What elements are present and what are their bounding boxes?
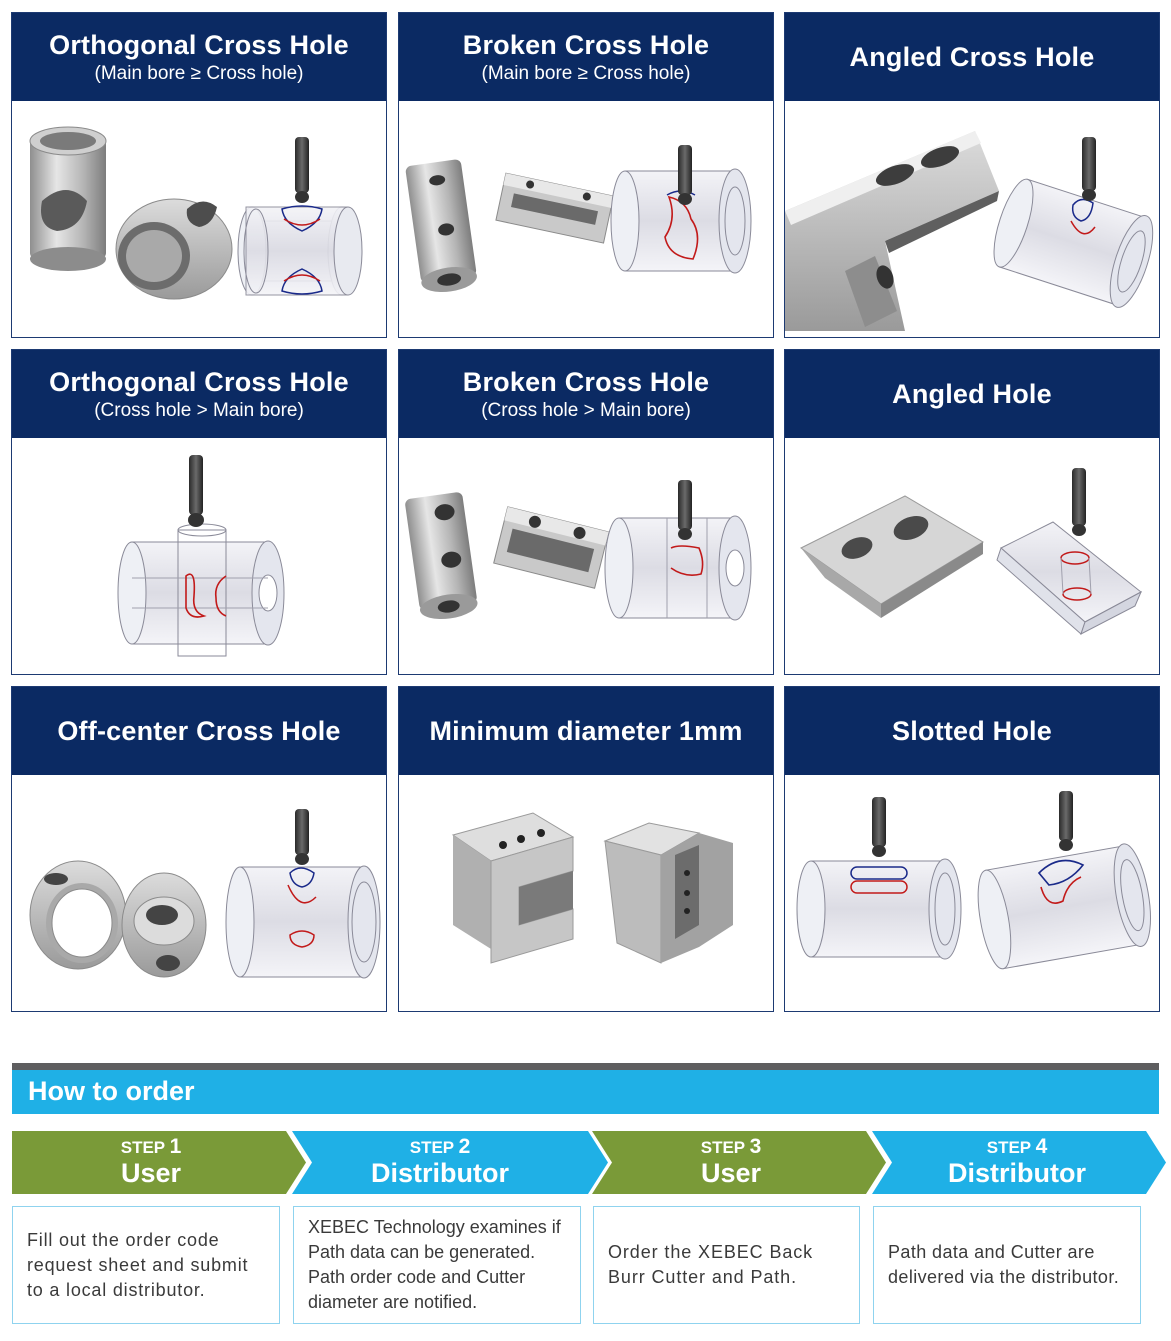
step-number: STEP 3 — [700, 1135, 762, 1158]
card-title: Minimum diameter 1mm — [429, 716, 743, 746]
card-title: Angled Cross Hole — [849, 42, 1095, 72]
step-arrow-shape — [592, 1131, 886, 1194]
card-title: Angled Hole — [892, 379, 1052, 409]
card-broken-cross-hole-main: Broken Cross Hole (Main bore ≥ Cross hol… — [398, 12, 774, 338]
card-title: Orthogonal Cross Hole — [49, 30, 349, 60]
card-header: Broken Cross Hole (Cross hole > Main bor… — [399, 350, 773, 438]
step-label: STEP — [120, 1138, 165, 1157]
step-role: User — [120, 1158, 182, 1188]
step-1-description: Fill out the order code request sheet an… — [12, 1206, 280, 1324]
angled-hole-illustration — [800, 468, 1143, 636]
step-role: User — [700, 1158, 762, 1188]
slotted-hole-illustration — [796, 791, 1151, 970]
card-header: Slotted Hole — [785, 687, 1159, 775]
card-title: Broken Cross Hole — [462, 30, 710, 60]
step-arrow-shape — [872, 1131, 1166, 1194]
step-description-text: XEBEC Technology examines if Path data c… — [308, 1217, 561, 1312]
step-arrow-shape — [12, 1131, 306, 1194]
step-digit: 4 — [1035, 1135, 1048, 1158]
card-subtitle: (Cross hole > Main bore) — [481, 400, 691, 421]
step-4-banner: STEP 4 Distributor — [872, 1131, 1166, 1194]
card-orthogonal-cross-hole-main: Orthogonal Cross Hole (Main bore ≥ Cross… — [11, 12, 387, 338]
step-3-banner: STEP 3 User — [592, 1131, 886, 1194]
step-4-description: Path data and Cutter are delivered via t… — [873, 1206, 1141, 1324]
card-title: Broken Cross Hole — [462, 367, 710, 397]
card-title: Orthogonal Cross Hole — [49, 367, 349, 397]
angled-cross-hole-illustration — [785, 131, 1154, 331]
step-2-description: XEBEC Technology examines if Path data c… — [293, 1206, 581, 1324]
card-slotted-hole: Slotted Hole — [784, 686, 1160, 1012]
minimum-diameter-illustration — [451, 812, 733, 964]
orthogonal-cross-hole-illustration — [29, 126, 363, 300]
card-header: Minimum diameter 1mm — [399, 687, 773, 775]
card-minimum-diameter: Minimum diameter 1mm — [398, 686, 774, 1012]
step-label: STEP — [986, 1138, 1031, 1157]
step-2-banner: STEP 2 Distributor — [292, 1131, 608, 1194]
step-digit: 2 — [458, 1135, 471, 1158]
broken-cross-hole-illustration — [405, 145, 752, 293]
step-3-description: Order the XEBEC Back Burr Cutter and Pat… — [593, 1206, 860, 1324]
step-description-text: Path data and Cutter are delivered via t… — [888, 1242, 1120, 1287]
how-to-order-heading: How to order — [12, 1070, 1159, 1114]
step-number: STEP 4 — [986, 1135, 1048, 1158]
card-title: Slotted Hole — [892, 716, 1052, 746]
card-subtitle: (Main bore ≥ Cross hole) — [94, 63, 304, 84]
card-subtitle: (Cross hole > Main bore) — [94, 400, 304, 421]
card-broken-cross-hole-cross: Broken Cross Hole (Cross hole > Main bor… — [398, 349, 774, 675]
card-header: Angled Hole — [785, 350, 1159, 438]
card-header: Angled Cross Hole — [785, 13, 1159, 101]
step-label: STEP — [700, 1138, 745, 1157]
card-header: Orthogonal Cross Hole (Cross hole > Main… — [12, 350, 386, 438]
step-1-banner: STEP 1 User — [12, 1131, 306, 1194]
card-subtitle: (Main bore ≥ Cross hole) — [481, 63, 691, 84]
card-orthogonal-cross-hole-cross: Orthogonal Cross Hole (Cross hole > Main… — [11, 349, 387, 675]
step-digit: 1 — [169, 1135, 182, 1158]
step-digit: 3 — [749, 1135, 762, 1158]
card-header: Off-center Cross Hole — [12, 687, 386, 775]
step-number: STEP 1 — [120, 1135, 182, 1158]
step-arrow-shape — [292, 1131, 608, 1194]
how-to-order-rule — [12, 1063, 1159, 1070]
card-off-center-cross-hole: Off-center Cross Hole — [11, 686, 387, 1012]
step-description-text: Order the XEBEC Back Burr Cutter and Pat… — [608, 1242, 814, 1287]
step-role: Distributor — [371, 1158, 509, 1188]
step-label: STEP — [409, 1138, 454, 1157]
card-header: Broken Cross Hole (Main bore ≥ Cross hol… — [399, 13, 773, 101]
step-number: STEP 2 — [409, 1135, 471, 1158]
card-header: Orthogonal Cross Hole (Main bore ≥ Cross… — [12, 13, 386, 101]
off-center-cross-hole-illustration — [29, 809, 381, 979]
orthogonal-cross-hole-large-illustration — [117, 455, 285, 657]
card-angled-cross-hole: Angled Cross Hole — [784, 12, 1160, 338]
step-role: Distributor — [948, 1158, 1086, 1188]
card-title: Off-center Cross Hole — [57, 716, 341, 746]
step-description-text: Fill out the order code request sheet an… — [27, 1229, 249, 1300]
broken-cross-hole-large-illustration — [405, 480, 752, 621]
card-angled-hole: Angled Hole — [784, 349, 1160, 675]
